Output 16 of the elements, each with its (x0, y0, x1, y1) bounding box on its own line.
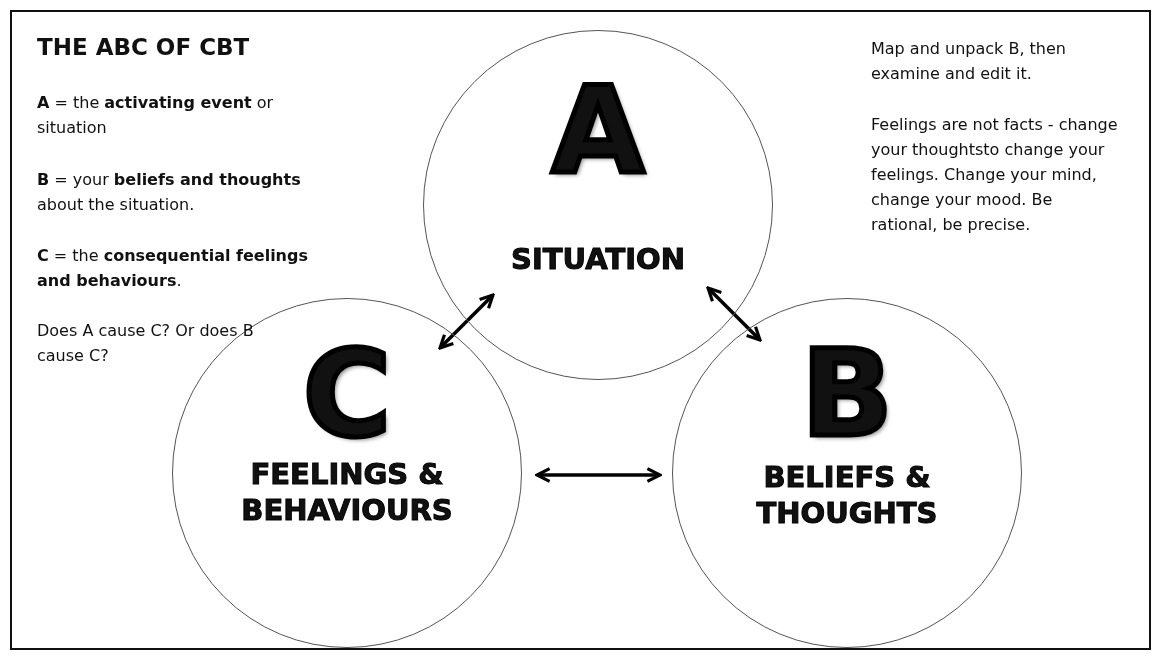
note-text: C = the consequential feelings and behaviours. (37, 245, 309, 292)
circle-label: FEELINGS & BEHAVIOURS (240, 456, 454, 529)
note-text: B = your beliefs and thoughts about the situation. (37, 169, 302, 216)
big-letter: C (302, 334, 392, 454)
title: THE ABC OF CBT (37, 34, 250, 60)
note-text: Does A cause C? Or does B cause C? (37, 320, 255, 367)
circle-label: BELIEFS & THOUGHTS (755, 459, 939, 532)
note-text: Map and unpack B, then examine and edit it. (871, 38, 1067, 85)
double-arrow (706, 286, 762, 342)
big-letter: A (551, 71, 645, 191)
note-text: Feelings are not facts - change your thoughtsto change your feelings. Change your mind, change your mood. Be rational, be precise. (871, 114, 1119, 236)
circle-label: SITUATION (510, 241, 686, 278)
big-letter: B (801, 334, 893, 454)
double-arrow (535, 467, 662, 483)
note-text: A = the activating event or situation (37, 92, 275, 139)
double-arrow (438, 293, 495, 350)
